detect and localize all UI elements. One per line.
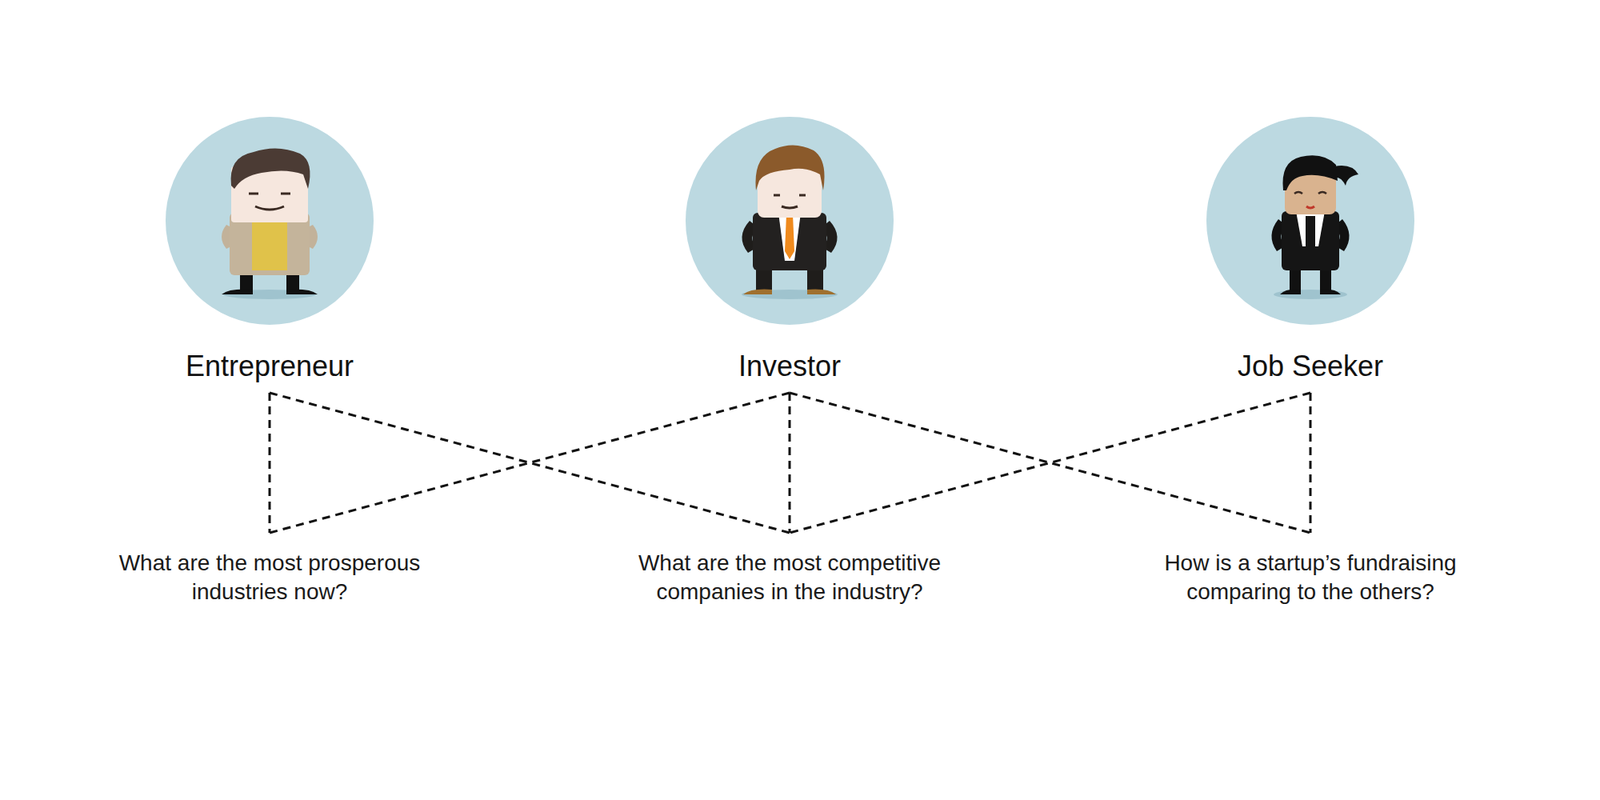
entrepreneur-illustration xyxy=(165,116,374,325)
question-text: How is a startup’s fundraising comparing… xyxy=(1118,548,1503,607)
dashed-connector xyxy=(789,392,1311,533)
role-label: Job Seeker xyxy=(1190,348,1431,384)
role-node: Entrepreneur xyxy=(149,116,390,393)
dashed-connector xyxy=(1309,392,1312,533)
investor-illustration xyxy=(685,116,894,325)
job-seeker-illustration xyxy=(1206,116,1415,325)
question-node: What are the most prosperous industries … xyxy=(77,532,462,607)
question-text: What are the most prosperous industries … xyxy=(77,548,462,607)
dashed-connector xyxy=(268,392,272,533)
dashed-connector xyxy=(269,392,790,533)
dashed-connector xyxy=(789,392,1311,533)
dashed-connector xyxy=(788,392,792,533)
role-node: Investor xyxy=(669,116,910,393)
question-text: What are the most competitive companies … xyxy=(597,548,982,607)
role-node: Job Seeker xyxy=(1190,116,1431,393)
role-label: Investor xyxy=(669,348,910,384)
role-label: Entrepreneur xyxy=(149,348,390,384)
question-node: How is a startup’s fundraising comparing… xyxy=(1118,532,1503,607)
dashed-connector xyxy=(269,392,790,533)
question-node: What are the most competitive companies … xyxy=(597,532,982,607)
